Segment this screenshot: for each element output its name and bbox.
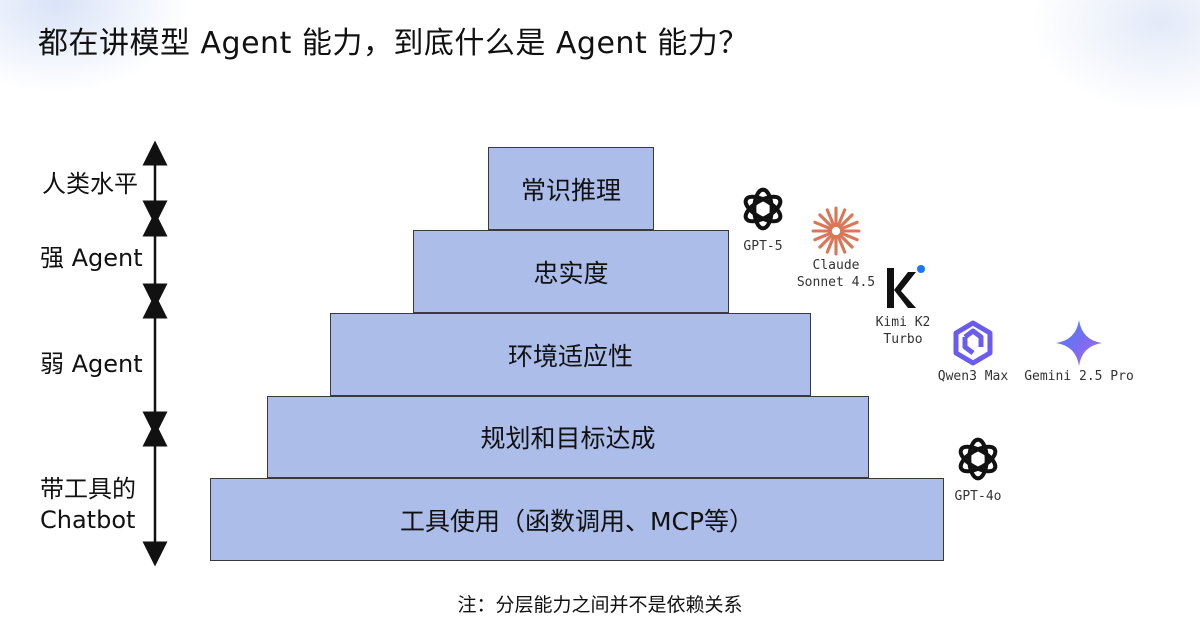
model-kimi: Kimi K2 Turbo [868, 262, 938, 348]
human-level-label: 人类水平 [42, 170, 138, 198]
level-label: 规划和目标达成 [480, 424, 656, 453]
pyramid-level-common-sense: 常识推理 [488, 147, 654, 230]
model-qwen: Qwen3 Max [926, 318, 1020, 385]
model-gemini: Gemini 2.5 Pro [1020, 318, 1138, 385]
level-label: 忠实度 [533, 258, 609, 288]
model-name-line2: Turbo [883, 332, 923, 347]
model-name: Qwen3 Max [937, 369, 1009, 384]
openai-logo-icon [958, 437, 998, 481]
model-name: GPT-4o [954, 489, 1002, 504]
pyramid-level-faithfulness: 忠实度 [413, 230, 729, 313]
kimi-logo-icon [887, 265, 925, 308]
model-gpt5: GPT-5 [730, 180, 796, 255]
level-label: 常识推理 [520, 175, 621, 205]
openai-logo-icon [743, 187, 783, 231]
side-arrows [142, 140, 168, 567]
pyramid-level-environment-adaptation: 环境适应性 [330, 313, 811, 396]
level-label: 环境适应性 [507, 341, 633, 371]
model-gpt4o: GPT-4o [944, 430, 1012, 505]
model-claude: Claude Sonnet 4.5 [796, 205, 876, 291]
level-label: 工具使用（函数调用、MCP等） [399, 506, 755, 536]
gemini-logo-icon [1056, 320, 1102, 366]
model-name: GPT-5 [743, 239, 783, 254]
qwen-logo-icon [953, 320, 993, 366]
background-decoration [1020, 0, 1200, 120]
footnote: 注：分层能力之间并不是依赖关系 [457, 594, 743, 616]
page-title: 都在讲模型 Agent 能力，到底什么是 Agent 能力？ [38, 26, 749, 61]
model-name-line1: Claude [812, 258, 860, 273]
chatbot-label-line2: Chatbot [40, 506, 136, 534]
weak-agent-label: 弱 Agent [40, 350, 143, 378]
chatbot-label-line1: 带工具的 [40, 475, 136, 503]
claude-logo-icon [811, 206, 861, 256]
pyramid-level-tool-use: 工具使用（函数调用、MCP等） [210, 478, 944, 561]
strong-agent-label: 强 Agent [40, 244, 143, 272]
model-name-line1: Kimi K2 [875, 315, 931, 330]
pyramid-level-planning: 规划和目标达成 [267, 396, 869, 478]
model-name-line2: Sonnet 4.5 [796, 275, 876, 290]
model-name: Gemini 2.5 Pro [1024, 369, 1134, 384]
